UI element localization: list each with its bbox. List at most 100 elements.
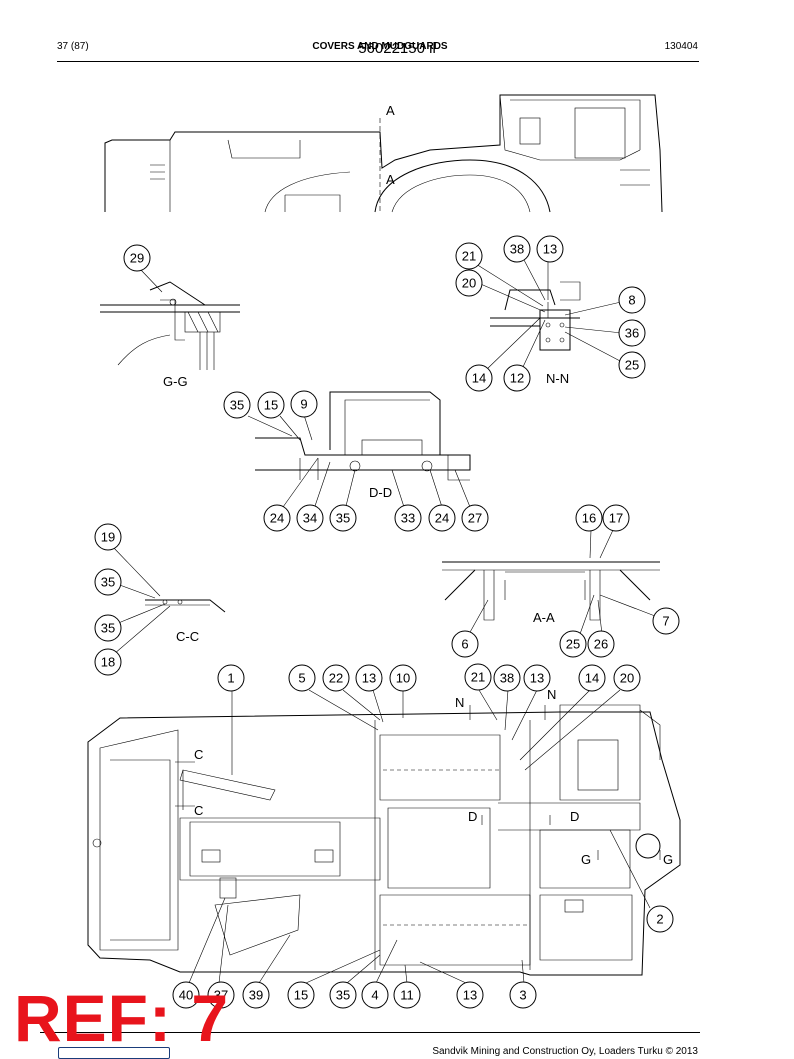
svg-text:25: 25 [625,358,639,373]
section-marker-c-bottom: C [194,803,203,818]
callout-36: 36 [618,319,646,347]
machine-plan-view [87,704,681,976]
svg-text:24: 24 [435,511,449,526]
callout-2: 2 [646,905,674,933]
section-title: COVERS AND MUDGUARDS [312,41,448,52]
svg-text:33: 33 [401,511,415,526]
callout-24: 24 [263,504,291,532]
svg-text:26: 26 [594,637,608,652]
svg-text:8: 8 [628,293,635,308]
callout-7: 7 [652,607,680,635]
view-label-d-d: D-D [369,485,392,500]
svg-text:35: 35 [230,398,244,413]
section-marker-a-bottom: A [386,172,395,187]
section-marker-c-top: C [194,747,203,762]
svg-text:15: 15 [294,988,308,1003]
svg-text:19: 19 [101,530,115,545]
detail-g-g [100,281,240,370]
view-label-g-g: G-G [163,374,188,389]
svg-text:6: 6 [461,637,468,652]
callout-27: 27 [461,504,489,532]
footer-copyright: Sandvik Mining and Construction Oy, Load… [432,1046,698,1057]
svg-text:24: 24 [270,511,284,526]
ref-stamp: REF: 7 [14,981,230,1055]
callout-22: 22 [322,664,350,692]
header-rule [57,61,699,62]
callout-21: 21 [455,242,483,270]
svg-text:22: 22 [329,671,343,686]
svg-text:35: 35 [101,575,115,590]
callout-35: 35 [94,568,122,596]
svg-text:2: 2 [656,912,663,927]
svg-text:38: 38 [500,671,514,686]
svg-text:25: 25 [566,637,580,652]
svg-text:12: 12 [510,371,524,386]
callout-13: 13 [536,235,564,263]
callout-17: 17 [602,504,630,532]
callout-39: 39 [242,981,270,1009]
callout-6: 6 [451,630,479,658]
callout-5: 5 [288,664,316,692]
footer-rule [40,1032,700,1033]
callout-8: 8 [618,286,646,314]
section-marker-a-top: A [386,103,395,118]
svg-text:39: 39 [249,988,263,1003]
svg-text:13: 13 [463,988,477,1003]
svg-text:11: 11 [400,988,414,1003]
callout-25: 25 [618,351,646,379]
callout-14: 14 [465,364,493,392]
callout-13: 13 [456,981,484,1009]
document-code: 130404 [664,41,698,52]
svg-text:29: 29 [130,251,144,266]
view-label-c-c: C-C [176,629,199,644]
svg-text:13: 13 [530,671,544,686]
callout-38: 38 [493,664,521,692]
callout-25: 25 [559,630,587,658]
machine-side-view [104,94,663,213]
callout-24: 24 [428,504,456,532]
svg-text:1: 1 [227,671,234,686]
svg-text:36: 36 [625,326,639,341]
svg-text:7: 7 [662,614,669,629]
callout-14: 14 [578,664,606,692]
callout-21: 21 [464,663,492,691]
document-number: 56022150 il [358,40,436,57]
callout-38: 38 [503,235,531,263]
svg-text:34: 34 [303,511,317,526]
callout-1: 1 [217,664,245,692]
svg-text:10: 10 [396,671,410,686]
callout-13: 13 [523,664,551,692]
callout-19: 19 [94,523,122,551]
section-marker-d-right: D [570,809,579,824]
section-marker-n-right: N [547,687,556,702]
svg-text:21: 21 [462,249,476,264]
svg-text:17: 17 [609,511,623,526]
svg-text:14: 14 [472,371,486,386]
callout-26: 26 [587,630,615,658]
section-marker-g-left: G [581,852,591,867]
callout-33: 33 [394,504,422,532]
svg-text:40: 40 [179,988,193,1003]
callout-35: 35 [329,981,357,1009]
svg-text:13: 13 [362,671,376,686]
callout-15: 15 [287,981,315,1009]
callout-12: 12 [503,364,531,392]
svg-text:15: 15 [264,398,278,413]
svg-text:20: 20 [462,276,476,291]
section-marker-g-right: G [663,852,673,867]
callout-20: 20 [613,664,641,692]
svg-text:13: 13 [543,242,557,257]
svg-text:5: 5 [298,671,305,686]
svg-text:27: 27 [468,511,482,526]
callout-9: 9 [290,390,318,418]
svg-text:35: 35 [336,988,350,1003]
detail-d-d [255,391,471,481]
callout-16: 16 [575,504,603,532]
leader-lines [111,257,656,984]
svg-text:20: 20 [620,671,634,686]
section-marker-d-left: D [468,809,477,824]
view-label-n-n: N-N [546,371,569,386]
svg-text:35: 35 [101,621,115,636]
svg-text:37: 37 [214,988,228,1003]
svg-text:21: 21 [471,670,485,685]
